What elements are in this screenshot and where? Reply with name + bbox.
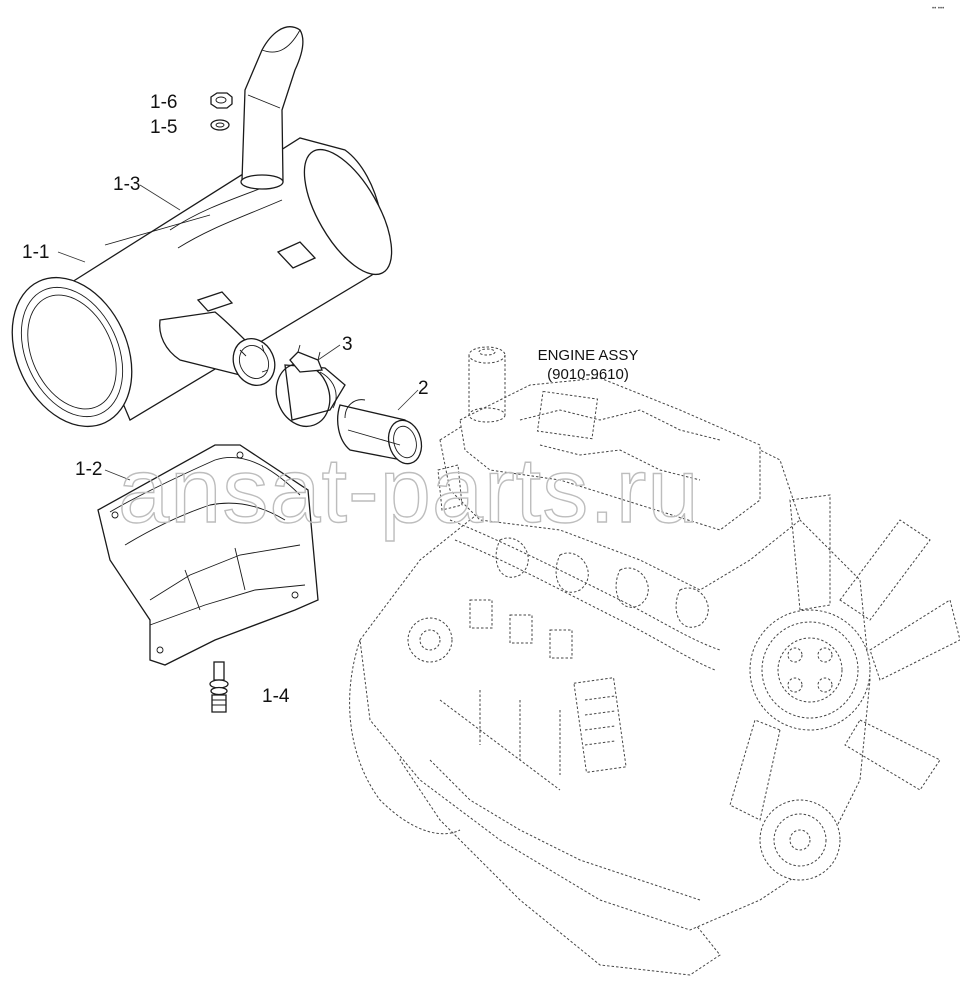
callout-3: 3 [342, 334, 353, 355]
callout-1-2: 1-2 [75, 459, 102, 480]
tail-pipe [240, 26, 304, 190]
clamp-part [275, 344, 346, 428]
nut-part [210, 92, 233, 109]
leader-lines [57, 184, 419, 481]
muffler-body [11, 137, 393, 428]
flex-pipe-part [337, 399, 423, 465]
engine-assy-label: ENGINE ASSY [538, 347, 639, 364]
corner-mark: •• ••• [932, 6, 944, 12]
muffler-bracket [97, 444, 319, 666]
callout-1-3: 1-3 [113, 174, 140, 195]
callout-1-5: 1-5 [150, 117, 177, 138]
bolt-part [209, 661, 229, 713]
engine-assy-model-range: (9010-9610) [547, 366, 629, 383]
callout-1-4: 1-4 [262, 686, 290, 707]
callout-2: 2 [418, 378, 429, 399]
callout-1-6: 1-6 [150, 92, 177, 113]
engine-assembly [349, 346, 960, 976]
callout-1-1: 1-1 [22, 242, 49, 263]
washer-part [210, 119, 230, 131]
watermark-text: ansat-parts.ru [118, 440, 700, 542]
